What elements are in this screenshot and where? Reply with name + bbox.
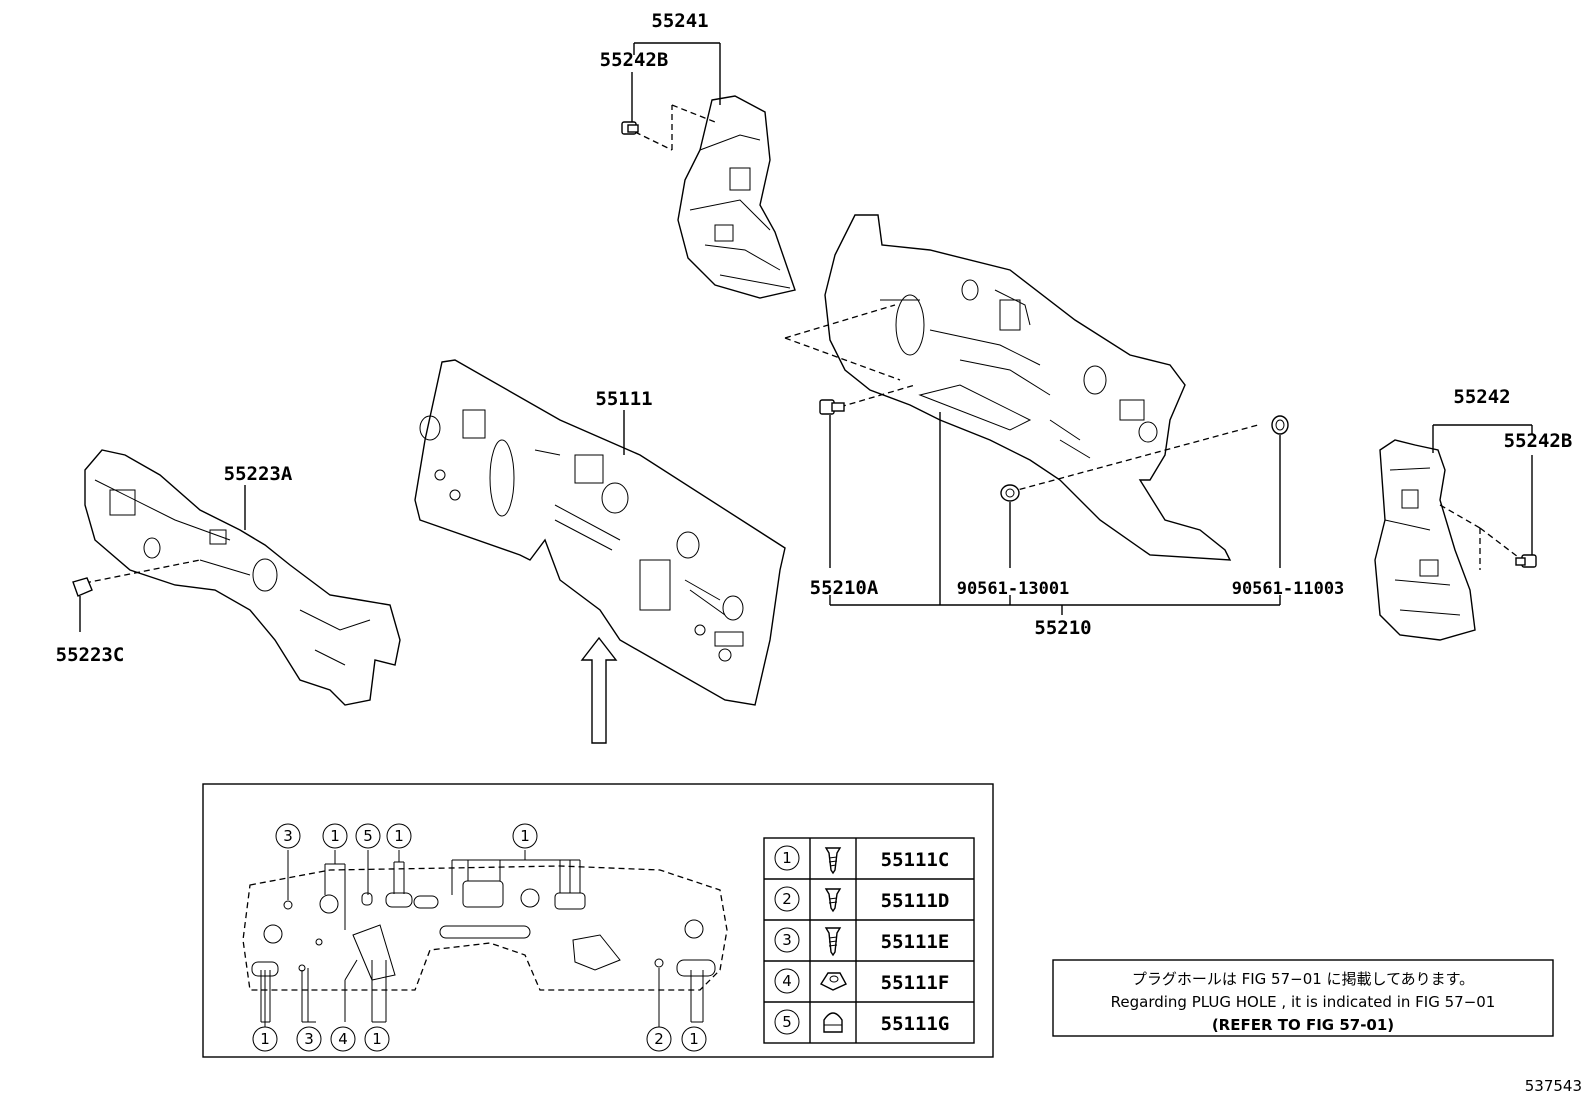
callout-number: 1 xyxy=(260,1030,270,1048)
legend-part-number: 55111E xyxy=(881,931,950,953)
callout-number: 1 xyxy=(520,827,530,845)
legend-number: 4 xyxy=(782,972,792,990)
callout-number: 1 xyxy=(394,827,404,845)
up-arrow-icon xyxy=(580,636,618,744)
note-line-en: Regarding PLUG HOLE , it is indicated in… xyxy=(1111,993,1496,1011)
bolt-icon xyxy=(621,121,639,135)
label-55223C: 55223C xyxy=(56,644,125,666)
bolt-icon xyxy=(819,399,845,415)
part-55210-shape xyxy=(824,214,1232,561)
part-55242-shape xyxy=(1374,439,1476,641)
screw-icon xyxy=(824,888,842,913)
label-55242B-right: 55242B xyxy=(1504,430,1573,452)
callout-number: 5 xyxy=(363,827,373,845)
callout-number: 1 xyxy=(689,1030,699,1048)
label-55111: 55111 xyxy=(595,388,652,410)
callout-number: 4 xyxy=(338,1030,348,1048)
cap-nut-icon xyxy=(823,1012,843,1033)
note-line-jp: プラグホールは FIG 57−01 に掲載してあります。 xyxy=(1132,970,1474,988)
screw-icon xyxy=(824,847,842,875)
screw-icon xyxy=(824,927,842,957)
legend-number: 2 xyxy=(782,890,792,908)
note-box xyxy=(1052,959,1554,1037)
callout-number: 1 xyxy=(372,1030,382,1048)
part-55241-shape xyxy=(677,95,796,299)
label-55210A: 55210A xyxy=(810,577,879,599)
legend-part-number: 55111D xyxy=(881,890,950,912)
callout-number: 1 xyxy=(330,827,340,845)
legend-part-number: 55111C xyxy=(881,849,950,871)
legend-part-number: 55111G xyxy=(881,1013,950,1035)
callout-number: 3 xyxy=(283,827,293,845)
note-line-refer: (REFER TO FIG 57-01) xyxy=(1212,1016,1394,1034)
legend-number: 1 xyxy=(782,849,792,867)
label-55210: 55210 xyxy=(1034,617,1091,639)
label-55241: 55241 xyxy=(651,10,708,32)
legend-number: 5 xyxy=(782,1013,792,1031)
label-90561-11003: 90561-11003 xyxy=(1232,579,1345,599)
label-55223A: 55223A xyxy=(224,463,293,485)
callout-top xyxy=(275,823,538,849)
label-55242: 55242 xyxy=(1453,386,1510,408)
label-55242B-top: 55242B xyxy=(600,49,669,71)
bolt-icon xyxy=(1515,554,1537,568)
legend-table xyxy=(763,837,975,1044)
callout-number: 2 xyxy=(654,1030,664,1048)
callout-bottom xyxy=(252,1026,707,1052)
part-55223A-shape xyxy=(84,449,401,706)
figure-number: 537543 xyxy=(1525,1077,1582,1095)
grommet-icon xyxy=(1271,415,1289,435)
inset-frame xyxy=(202,783,994,1058)
legend-number: 3 xyxy=(782,931,792,949)
clip-icon xyxy=(72,577,93,597)
grommet-icon xyxy=(1000,484,1020,502)
label-90561-13001: 90561-13001 xyxy=(957,579,1070,599)
nut-icon xyxy=(819,972,847,991)
callout-number: 3 xyxy=(304,1030,314,1048)
part-55111-shape xyxy=(414,359,786,706)
legend-part-number: 55111F xyxy=(881,972,950,994)
